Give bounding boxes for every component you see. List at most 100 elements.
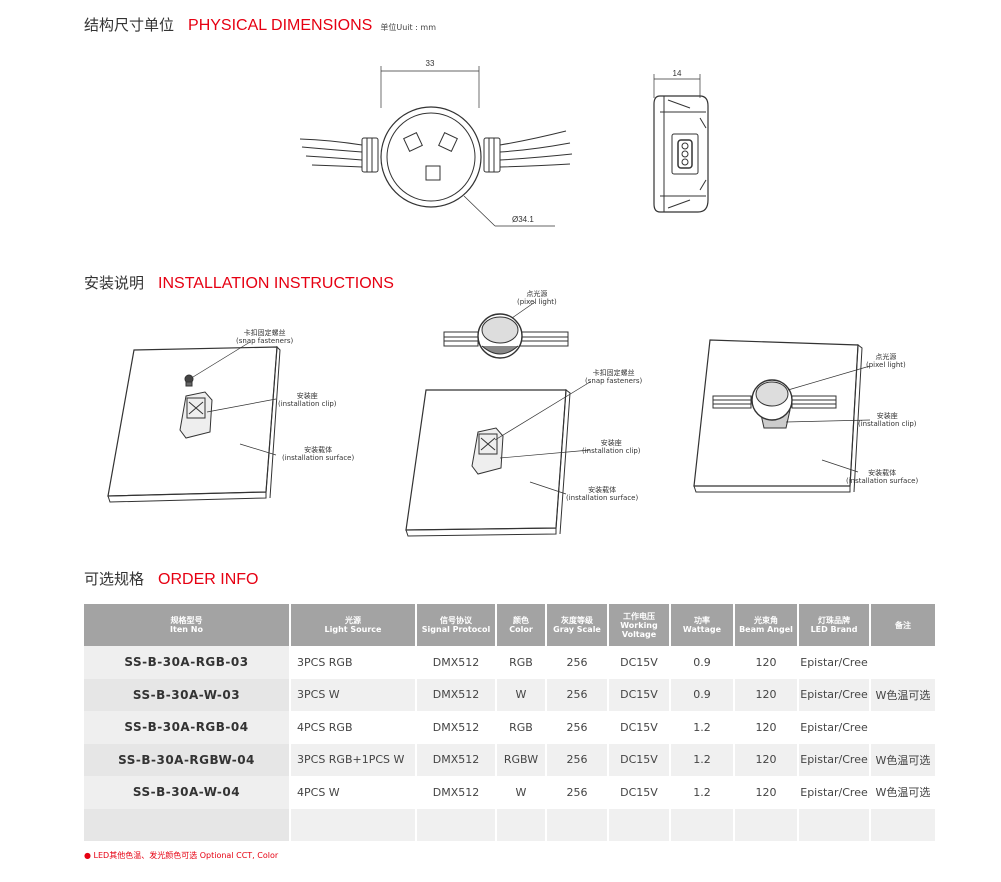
- header-cn: 光源: [345, 616, 361, 625]
- header-cn: 颜色: [513, 616, 529, 625]
- cell-gray-scale: [546, 808, 609, 841]
- cell-remarks: [870, 646, 935, 679]
- cell-led-brand: Epistar/Cree: [798, 646, 871, 679]
- cell-model: SS-B-30A-W-04: [84, 776, 291, 809]
- cell-beam-angle: 120: [734, 776, 799, 809]
- label-en: (snap fasteners): [585, 377, 643, 385]
- label-cn: 点光源: [526, 290, 548, 298]
- cell-voltage: DC15V: [608, 678, 671, 711]
- dimension-drawing: 33 14 Ø34.1: [299, 59, 709, 227]
- cell-beam-angle: 120: [734, 678, 799, 711]
- cell-signal-protocol: DMX512: [416, 646, 497, 679]
- label-installation-clip-1: 安装座(installation clip): [278, 392, 337, 408]
- cell-voltage: DC15V: [608, 646, 671, 679]
- header-en: Gray Scale: [553, 625, 601, 634]
- cell-light-source: 4PCS RGB: [290, 711, 417, 744]
- label-cn: 安装座: [600, 439, 622, 447]
- cell-signal-protocol: DMX512: [416, 743, 497, 776]
- section-title-en: INSTALLATION INSTRUCTIONS: [158, 275, 394, 292]
- label-en: (snap fasteners): [236, 337, 294, 345]
- label-installation-surface-2: 安装载体(installation surface): [566, 486, 638, 502]
- label-cn: 点光源: [875, 353, 897, 361]
- cell-remarks: [870, 808, 935, 841]
- cell-color: RGB: [496, 711, 547, 744]
- footnote: ● LED其他色温、发光颜色可选 Optional CCT, Color: [84, 851, 279, 860]
- header-remarks: 备注: [870, 604, 935, 646]
- cell-color: W: [496, 776, 547, 809]
- table-row: SS-B-30A-W-04 4PCS W DMX512 W 256 DC15V …: [84, 776, 935, 809]
- label-cn: 卡扣固定螺丝: [243, 329, 286, 337]
- header-en: Light Source: [324, 625, 382, 634]
- diameter-dimension: Ø34.1: [512, 215, 534, 224]
- cell-led-brand: Epistar/Cree: [798, 711, 871, 744]
- cell-remarks: W色温可选: [870, 776, 935, 809]
- label-pixel-light-2: 点光源(pixel light): [517, 290, 557, 306]
- label-cn: 安装载体: [868, 469, 897, 477]
- label-installation-surface-1: 安装载体(installation surface): [282, 446, 354, 462]
- header-en: Beam Angel: [739, 625, 793, 634]
- cell-wattage: 0.9: [670, 678, 735, 711]
- width-dimension: 33: [426, 59, 435, 68]
- label-en: (pixel light): [866, 361, 906, 369]
- table-row: SS-B-30A-RGB-04 4PCS RGB DMX512 RGB 256 …: [84, 711, 935, 744]
- cell-wattage: 0.9: [670, 646, 735, 679]
- label-en: (installation surface): [846, 477, 919, 485]
- cell-remarks: W色温可选: [870, 743, 935, 776]
- header-cn: 备注: [895, 620, 911, 630]
- header-cn: 灰度等级: [561, 616, 593, 625]
- label-cn: 安装座: [876, 412, 898, 420]
- cell-beam-angle: [734, 808, 799, 841]
- section-title-cn: 安装说明: [84, 274, 145, 292]
- cell-beam-angle: 120: [734, 646, 799, 679]
- header-cn: 光束角: [754, 616, 778, 625]
- label-en: (installation clip): [582, 447, 641, 455]
- cell-led-brand: Epistar/Cree: [798, 776, 871, 809]
- cell-beam-angle: 120: [734, 743, 799, 776]
- cell-voltage: DC15V: [608, 743, 671, 776]
- table-row: SS-B-30A-RGBW-04 3PCS RGB+1PCS W DMX512 …: [84, 743, 935, 776]
- label-en: (installation clip): [858, 420, 917, 428]
- label-en: (installation surface): [566, 494, 639, 502]
- header-cn: 信号协议: [440, 616, 472, 625]
- cell-model: SS-B-30A-RGB-03: [84, 646, 291, 679]
- header-en: Wattage: [682, 625, 722, 634]
- header-en: Iten No: [170, 625, 203, 634]
- header-en: Signal Protocol: [421, 625, 491, 634]
- cell-wattage: 1.2: [670, 776, 735, 809]
- cell-light-source: 3PCS RGB: [290, 646, 417, 679]
- header-cn: 规格型号: [170, 616, 203, 625]
- label-cn: 安装载体: [304, 446, 333, 454]
- header-en: Working Voltage: [620, 620, 658, 639]
- cell-wattage: [670, 808, 735, 841]
- cell-signal-protocol: DMX512: [416, 711, 497, 744]
- section-title-en: ORDER INFO: [158, 571, 259, 588]
- installation-title: 安装说明 INSTALLATION INSTRUCTIONS: [84, 272, 394, 293]
- cell-light-source: 3PCS RGB+1PCS W: [290, 743, 417, 776]
- cell-light-source: 4PCS W: [290, 776, 417, 809]
- cell-color: W: [496, 678, 547, 711]
- label-installation-surface-3: 安装载体(installation surface): [846, 469, 918, 485]
- cell-model: SS-B-30A-W-03: [84, 678, 291, 711]
- cell-gray-scale: 256: [546, 743, 609, 776]
- cell-color: [496, 808, 547, 841]
- header-cn: 灯珠品牌: [818, 616, 850, 625]
- label-cn: 卡扣固定螺丝: [592, 369, 635, 377]
- header-en: Color: [509, 625, 533, 634]
- cell-color: RGBW: [496, 743, 547, 776]
- cell-wattage: 1.2: [670, 711, 735, 744]
- cell-gray-scale: 256: [546, 776, 609, 809]
- cell-wattage: 1.2: [670, 743, 735, 776]
- cell-signal-protocol: [416, 808, 497, 841]
- cell-voltage: DC15V: [608, 711, 671, 744]
